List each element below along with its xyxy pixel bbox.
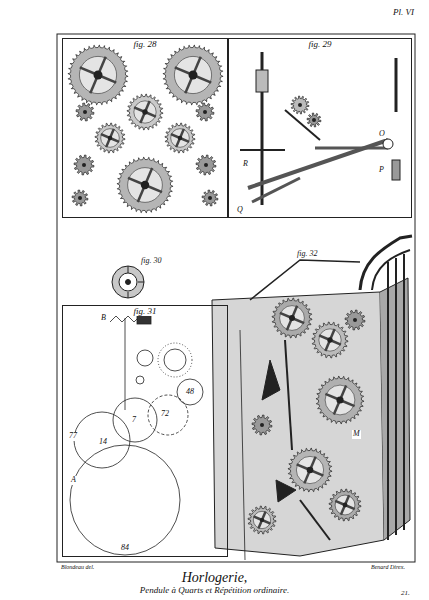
gear [68,45,128,105]
gear [74,155,94,175]
gear [252,415,272,435]
plate-frame [57,34,415,562]
gear [307,113,321,127]
gear [248,506,276,534]
gear [316,376,364,424]
gear [117,157,173,213]
figure-panel: fig. 31 [62,305,228,557]
figure-callout: Blondeau del. [60,564,95,571]
fig31-wheel-layout [70,314,203,555]
figure-label: fig. 28 [131,39,158,49]
figure-callout: 84 [120,544,130,553]
gear-wheels [68,45,365,534]
figure-label: fig. 31 [63,306,227,317]
gear [291,96,309,114]
plate-title: Horlogerie, [0,570,429,585]
figure-label: fig. 28 [63,39,227,50]
figure-callout: 77 [68,432,78,441]
gear [95,123,125,153]
figure-callout: R [242,160,249,169]
figure-panel: fig. 29 [228,38,412,218]
figure-callout: 21. [400,590,411,598]
gear [329,489,361,521]
figure-callout: M [352,430,361,439]
gear [202,190,218,206]
gear [288,448,332,492]
figure-label: fig. 29 [306,39,333,49]
figure-callout: 72 [160,410,170,419]
gear [312,322,348,358]
figure-callout: 7 [131,416,137,425]
figure-callout: fig. 32 [296,250,318,259]
gear [165,123,195,153]
figure-label: fig. 31 [131,306,158,316]
gear [163,45,223,105]
fig29-mechanism [240,52,400,205]
figure-callout: Pl. VI [392,8,415,18]
gear [345,310,365,330]
gear [72,190,88,206]
gear [196,155,216,175]
gear [272,298,312,338]
fig30-snail [112,266,144,298]
gear [76,103,94,121]
figure-callout: 14 [98,438,108,447]
figure-callout: fig. 30 [140,257,162,266]
figure-callout: P [378,166,385,175]
figure-callout: Benard Direx. [370,564,406,571]
figure-callout: B [100,314,107,323]
gear [196,103,214,121]
fig32-movement [212,236,412,560]
figure-callout: Q [236,206,244,215]
gear [127,94,163,130]
figure-callout: O [378,130,386,139]
figure-callout: A [70,476,77,485]
figure-label: fig. 29 [229,39,411,50]
plate-caption: Pendule à Quarts et Répétition ordinaire… [0,586,429,596]
figure-callout: 48 [185,388,195,397]
figure-panel: fig. 28 [62,38,228,218]
